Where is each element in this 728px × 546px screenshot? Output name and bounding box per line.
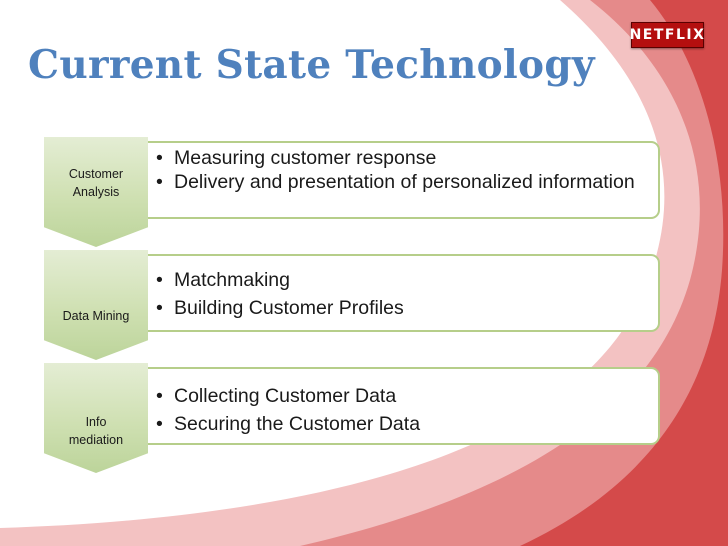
process-row-info-mediation: Collecting Customer Data Securing the Cu… <box>0 363 728 473</box>
detail-box: Collecting Customer Data Securing the Cu… <box>136 367 660 445</box>
bullet-item: Collecting Customer Data <box>156 384 646 408</box>
bullet-item: Delivery and presentation of personalize… <box>156 170 646 194</box>
detail-box: Measuring customer response Delivery and… <box>136 141 660 219</box>
process-row-data-mining: Matchmaking Building Customer Profiles D… <box>0 250 728 360</box>
detail-box: Matchmaking Building Customer Profiles <box>136 254 660 332</box>
bullet-item: Measuring customer response <box>156 146 646 170</box>
chevron-step: Info mediation <box>44 363 148 473</box>
bullet-list: Matchmaking Building Customer Profiles <box>156 259 646 320</box>
bullet-item: Securing the Customer Data <box>156 412 646 436</box>
step-label: Customer Analysis <box>68 167 124 199</box>
bullet-item: Building Customer Profiles <box>156 296 646 320</box>
bullet-item: Matchmaking <box>156 268 646 292</box>
bullet-list: Collecting Customer Data Securing the Cu… <box>156 372 646 436</box>
step-label: Info mediation <box>68 415 124 447</box>
process-row-customer-analysis: Measuring customer response Delivery and… <box>0 137 728 247</box>
slide-title: Current State Technology <box>28 42 595 88</box>
bullet-list: Measuring customer response Delivery and… <box>156 146 646 194</box>
step-label: Data Mining <box>62 309 130 323</box>
chevron-step: Data Mining <box>44 250 148 360</box>
chevron-step: Customer Analysis <box>44 137 148 247</box>
netflix-logo: NETFLIX <box>630 22 704 48</box>
